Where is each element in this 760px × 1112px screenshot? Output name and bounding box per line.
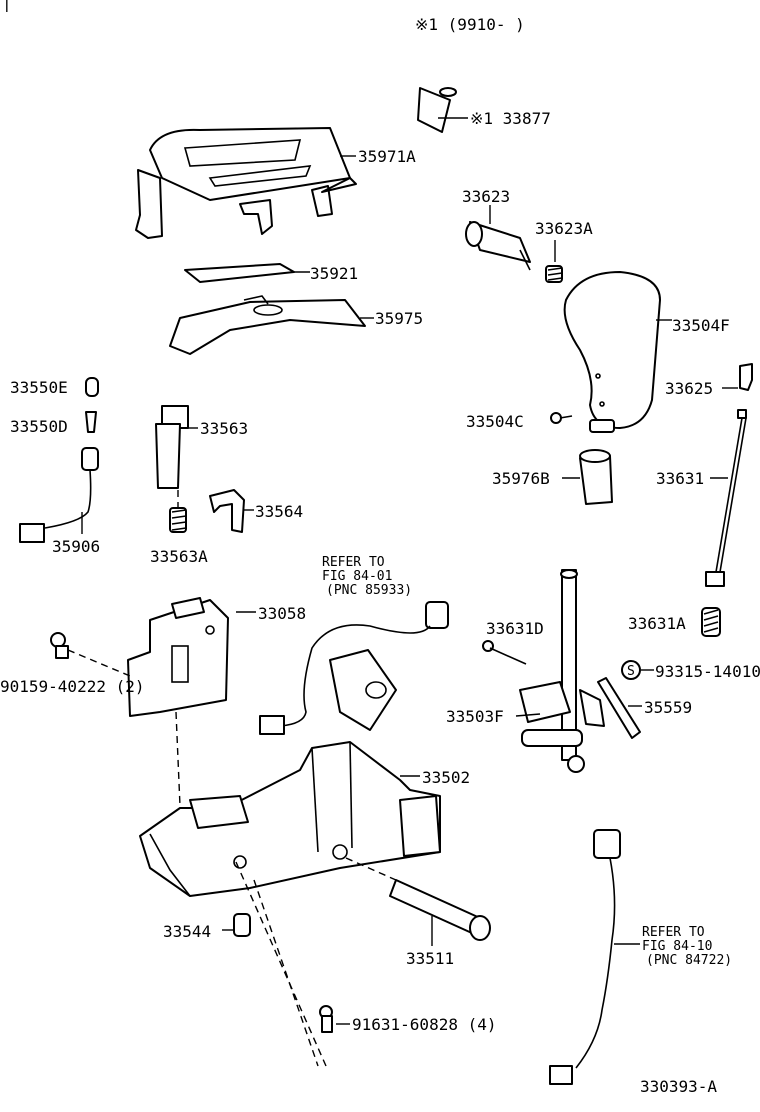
part-33623A-spring [545, 240, 563, 283]
part-33504F-knob [563, 271, 672, 433]
label-35921: 35921 [310, 264, 358, 283]
part-33504C-screw [550, 412, 573, 424]
part-33563-slider [155, 405, 198, 508]
label-33631A: 33631A [628, 614, 686, 633]
alignment-line-4 [345, 857, 397, 881]
label-33631D: 33631D [486, 619, 544, 638]
part-33563A-spring [169, 507, 187, 533]
part-33631A-spring [701, 607, 721, 637]
part-33877-tag [417, 87, 468, 133]
ref2-line1: REFER TO [642, 925, 705, 940]
label-91631-60828: 91631-60828 (4) [352, 1015, 497, 1034]
part-33511-pin [389, 879, 491, 946]
part-33631D-pin [482, 640, 527, 665]
label-33623A: 33623A [535, 219, 593, 238]
part-33502-housing [139, 741, 441, 897]
part-33550E-cap [85, 377, 99, 397]
part-35975-plate [169, 295, 374, 355]
label-33504F: 33504F [672, 316, 730, 335]
label-35971A: 35971A [358, 147, 416, 166]
label-35559: 35559 [644, 698, 692, 717]
label-33544: 33544 [163, 922, 211, 941]
label-33502: 33502 [422, 768, 470, 787]
label-33503F: 33503F [446, 707, 504, 726]
label-33504C: 33504C [466, 412, 524, 431]
ref1-line1: REFER TO [322, 555, 385, 570]
alignment-line-1 [175, 711, 181, 807]
part-33544-bushing [222, 913, 251, 937]
label-35906: 35906 [52, 537, 100, 556]
part-91631-bolt [319, 1005, 350, 1033]
part-shift-lock-harness [259, 601, 449, 735]
part-35976B-sleeve [562, 449, 613, 505]
part-35921-pad [184, 263, 310, 283]
ref2-line3: (PNC 84722) [646, 953, 732, 968]
symbol-s: S [627, 664, 635, 679]
label-33564: 33564 [255, 502, 303, 521]
label-35976B: 35976B [492, 469, 550, 488]
part-35971A-housing [135, 127, 357, 239]
label-93315-14010: 93315-14010 [655, 662, 760, 681]
label-90159-40222: 90159-40222 (2) [0, 677, 145, 696]
part-33058-bracket [127, 597, 256, 717]
alignment-line-2 [235, 861, 327, 1067]
ref2-line2: FIG 84-10 [642, 939, 712, 954]
applicability-note: ※1 (9910- ) [415, 15, 525, 34]
label-33058: 33058 [258, 604, 306, 623]
part-33631-rod [705, 409, 747, 587]
label-33631: 33631 [656, 469, 704, 488]
part-93315-symbol: S [621, 660, 654, 680]
part-neutral-start-harness [549, 829, 640, 1085]
ref1-line2: FIG 84-01 [322, 569, 392, 584]
label-33550D: 33550D [10, 417, 68, 436]
part-35559-link [597, 677, 642, 739]
drawing-number: 330393-A [640, 1077, 717, 1096]
ref1-line3: (PNC 85933) [326, 583, 412, 598]
label-33511: 33511 [406, 949, 454, 968]
alignment-line-3 [253, 879, 319, 1067]
part-33564-clip [209, 489, 254, 533]
label-33623: 33623 [462, 187, 510, 206]
label-33550E: 33550E [10, 378, 68, 397]
label-33625: 33625 [665, 379, 713, 398]
part-33625-clip [722, 363, 753, 391]
part-33623-switch [465, 205, 531, 271]
label-35975: 35975 [375, 309, 423, 328]
corner-tick: | [2, 0, 12, 12]
label-33563A: 33563A [150, 547, 208, 566]
part-35906-harness [19, 447, 99, 543]
part-90159-bolt [50, 632, 131, 677]
label-33563: 33563 [200, 419, 248, 438]
label-33877: ※1 33877 [470, 109, 551, 128]
part-33503F-lever [515, 569, 605, 773]
part-33550D-bulb [85, 411, 97, 433]
